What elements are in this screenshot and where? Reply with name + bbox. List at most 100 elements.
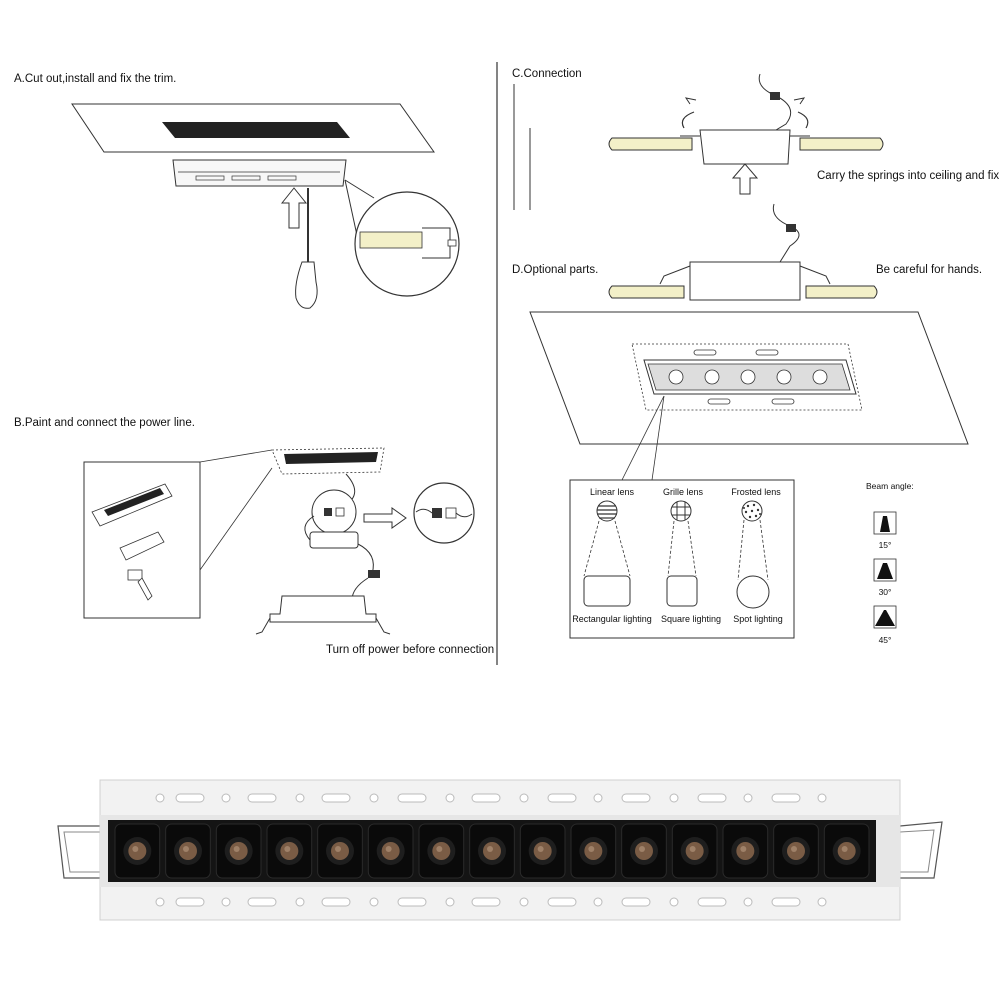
beam-45-label: 45° — [879, 635, 892, 645]
mount-hole — [221, 793, 231, 803]
section-a: A.Cut out,install and fix the trim. — [14, 73, 460, 309]
led-module — [823, 823, 870, 879]
led-module — [418, 823, 465, 879]
mount-hole — [369, 793, 379, 803]
section-d-title: D.Optional parts. — [512, 264, 598, 276]
led-module — [519, 823, 566, 879]
mount-slot — [175, 793, 205, 803]
mount-hole — [743, 897, 753, 907]
lens-name: Grille lens — [663, 487, 704, 497]
led-module — [722, 823, 769, 879]
mount-slot — [771, 793, 801, 803]
square-beam-icon — [666, 575, 698, 607]
lens-name: Frosted lens — [731, 487, 781, 497]
mount-hole — [155, 897, 165, 907]
trim-being-painted — [91, 483, 173, 527]
connector-zoom-circle — [311, 489, 357, 535]
installed-linear-light — [631, 343, 863, 411]
up-arrow-icon — [731, 163, 759, 195]
led-module — [215, 823, 262, 879]
section-c-title: C.Connection — [512, 68, 582, 80]
up-arrow-icon — [280, 187, 308, 229]
connector-detail-circle — [413, 482, 475, 544]
section-d: D.Optional parts. Linear lens — [512, 264, 969, 645]
led-module — [621, 823, 667, 879]
mount-hole — [155, 793, 165, 803]
installed-trim — [271, 447, 385, 475]
beam-angle-title: Beam angle: — [866, 481, 914, 491]
ceiling-cutout — [162, 122, 350, 138]
mount-hole — [817, 897, 827, 907]
section-b-note: Turn off power before connection — [326, 644, 494, 656]
mount-hole — [669, 793, 679, 803]
detail-zoom-circle — [354, 191, 460, 297]
mount-slot — [621, 897, 651, 907]
mount-slot — [397, 897, 427, 907]
led-module — [671, 823, 718, 879]
led-module — [367, 823, 414, 879]
led-driver-icon — [309, 531, 359, 549]
mount-holes — [155, 793, 827, 907]
trim-frame — [172, 159, 347, 187]
mount-slot — [397, 793, 427, 803]
mount-hole — [295, 897, 305, 907]
mount-hole — [295, 793, 305, 803]
screwdriver-icon — [295, 188, 318, 309]
mount-hole — [445, 897, 455, 907]
paint-brush-icon — [119, 531, 165, 601]
mount-slot — [697, 793, 727, 803]
led-module — [773, 823, 819, 879]
led-module — [570, 823, 617, 879]
mount-slot — [175, 897, 205, 907]
lens-linear: Linear lens Rectangular lighting — [572, 487, 652, 624]
mount-hole — [519, 793, 529, 803]
mount-slot — [547, 897, 577, 907]
mount-slot — [621, 793, 651, 803]
mount-hole — [593, 793, 603, 803]
mount-hole — [445, 793, 455, 803]
mount-hole — [817, 793, 827, 803]
led-array — [114, 823, 870, 879]
mount-slot — [321, 793, 351, 803]
right-arrow-icon — [363, 507, 407, 529]
light-housing — [255, 595, 391, 635]
led-module — [114, 823, 161, 879]
lens-grille: Grille lens Square lighting — [661, 487, 721, 624]
section-b-title: B.Paint and connect the power line. — [14, 417, 195, 429]
rectangular-beam-icon — [583, 575, 631, 607]
section-b: B.Paint and connect the power line. — [14, 417, 494, 656]
lens-result: Rectangular lighting — [572, 614, 652, 624]
mount-hole — [369, 897, 379, 907]
mount-slot — [471, 793, 501, 803]
mount-slot — [247, 897, 277, 907]
mount-hole — [669, 897, 679, 907]
grille-lens-icon — [670, 500, 692, 522]
mount-slot — [771, 897, 801, 907]
beam-angle-legend: Beam angle: 15° 30° 45° — [866, 481, 914, 645]
mount-hole — [743, 793, 753, 803]
mount-hole — [221, 897, 231, 907]
ceiling-section-lower — [608, 203, 878, 301]
spot-beam-icon — [736, 575, 770, 609]
zoom-callout-line — [344, 179, 375, 199]
beam-30-label: 30° — [879, 587, 892, 597]
lens-result: Spot lighting — [733, 614, 783, 624]
mount-hole — [519, 897, 529, 907]
lens-name: Linear lens — [590, 487, 635, 497]
lens-result: Square lighting — [661, 614, 721, 624]
mount-slot — [547, 793, 577, 803]
beam-15-label: 15° — [879, 540, 892, 550]
section-c: C.Connection Carry the springs into ceil… — [512, 68, 1000, 301]
ceiling-section-upper — [608, 73, 884, 165]
led-module — [469, 823, 515, 879]
mount-hole — [593, 897, 603, 907]
product-linear-light — [57, 779, 943, 921]
mount-slot — [247, 793, 277, 803]
mount-slot — [321, 897, 351, 907]
section-d-note: Be careful for hands. — [876, 264, 982, 276]
led-module — [317, 823, 363, 879]
led-module — [266, 823, 313, 879]
led-module — [165, 823, 211, 879]
mount-slot — [471, 897, 501, 907]
